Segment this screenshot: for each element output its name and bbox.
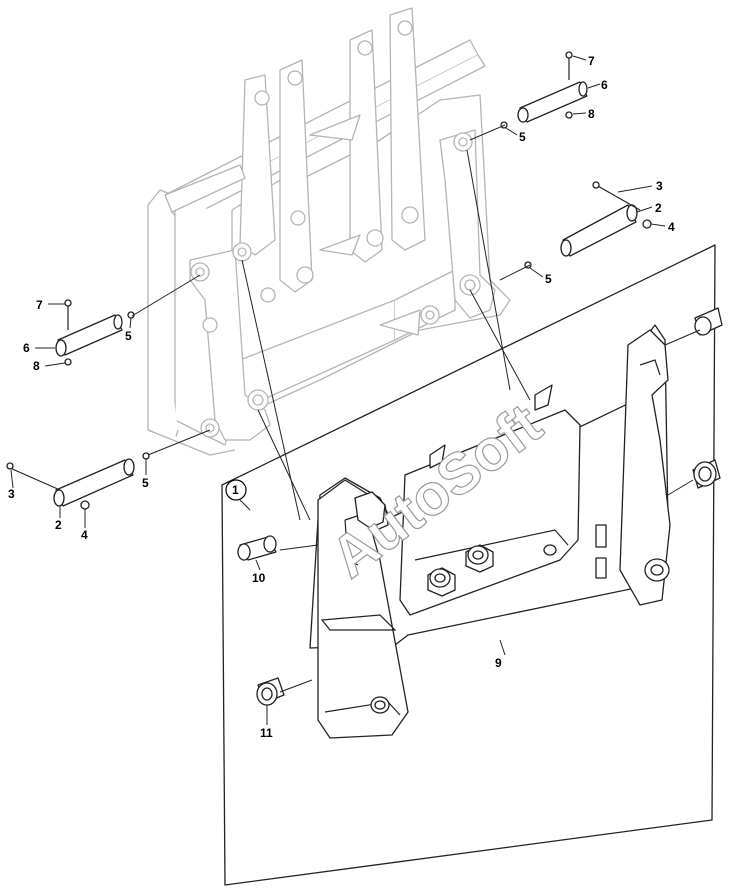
callout-10: 10: [252, 571, 266, 585]
callout-6-left: 6: [23, 341, 30, 355]
callout-7-left: 7: [36, 298, 43, 312]
pin-right: [560, 181, 652, 257]
callout-1-circle: [225, 479, 247, 501]
pin-upper-left: [55, 299, 135, 366]
callout-3-left: 3: [8, 487, 15, 501]
callout-2-right: 2: [655, 201, 662, 215]
callout-7-right: 7: [588, 54, 595, 68]
leader-lines: [10, 55, 701, 725]
callout-2-left: 2: [55, 518, 62, 532]
callout-5-lower-left: 5: [142, 476, 149, 490]
callout-8-right: 8: [588, 107, 595, 121]
callout-labels: 1 2 2 3 3 4 4 5 5 5 5 6 6 7 7 8 8 9 10 1…: [8, 54, 675, 740]
callout-6-right: 6: [601, 78, 608, 92]
bushing-10: [237, 535, 277, 561]
callout-4-right: 4: [668, 220, 675, 234]
callout-11: 11: [260, 726, 273, 740]
pin-lower-left: [6, 452, 150, 510]
callout-3-right: 3: [656, 179, 663, 193]
loader-frame-ghost: [147, 7, 511, 456]
pin-upper-right: [517, 51, 588, 123]
callout-9: 9: [495, 656, 502, 670]
callout-8-left: 8: [33, 359, 40, 373]
callout-5-upper-left: 5: [125, 329, 132, 343]
bushing-right-lower: [692, 459, 721, 489]
callout-1: 1: [232, 483, 239, 497]
callout-5-upper-right: 5: [519, 130, 526, 144]
bushing-11: [256, 677, 285, 706]
callout-5-mid-right: 5: [545, 272, 552, 286]
quick-attach-plate: [309, 324, 671, 739]
callout-4-left: 4: [81, 528, 88, 542]
